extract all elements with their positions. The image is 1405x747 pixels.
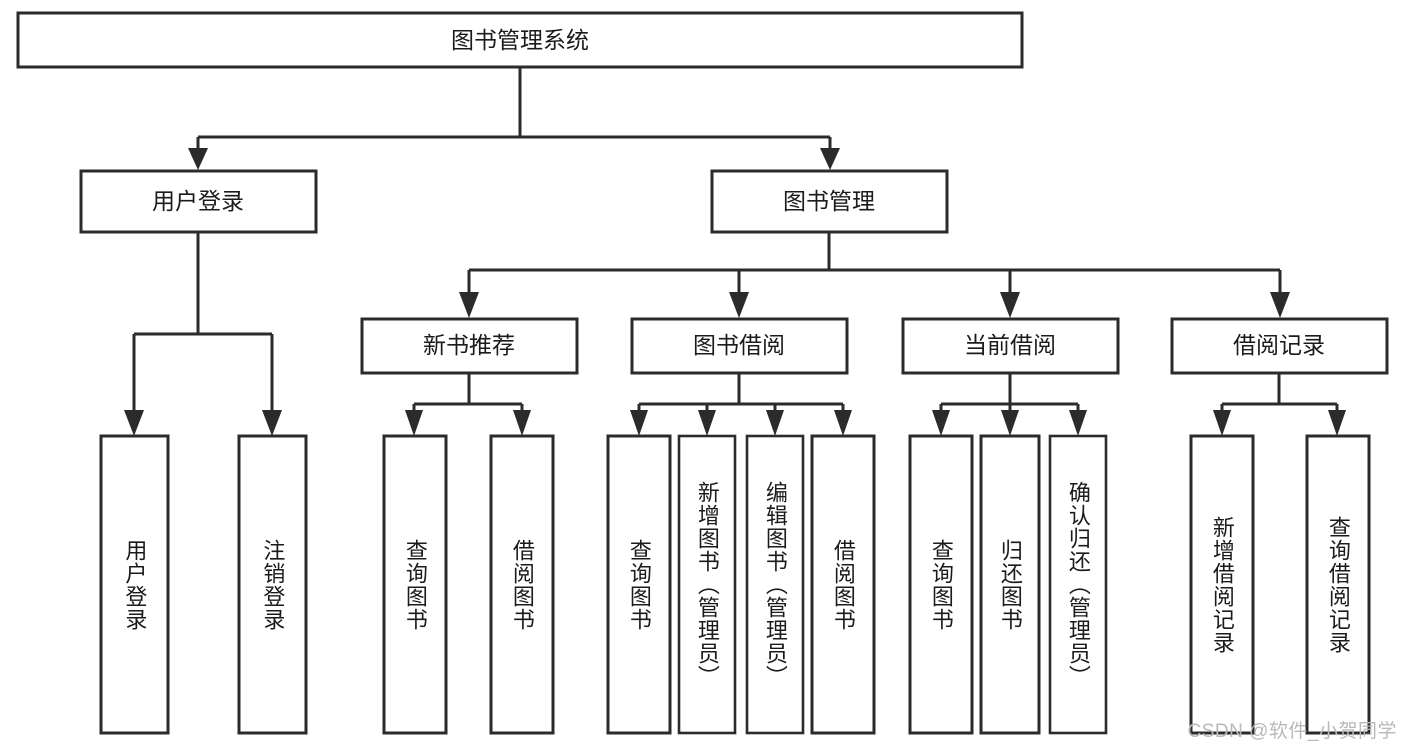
node-user-login-label: 用户登录: [152, 188, 244, 214]
arrow-current-borrow-leaf-1-icon: [932, 410, 950, 436]
node-book-borrow[interactable]: 图书借阅: [630, 317, 849, 375]
leaf-query-record-rect[interactable]: [1305, 434, 1371, 735]
leaf-query-book-3-rect[interactable]: [908, 434, 974, 735]
arrow-book-borrow-leaf-2-icon: [698, 410, 716, 436]
leaf-add-record-rect[interactable]: [1189, 434, 1255, 735]
leaf-user-login-rect[interactable]: [99, 434, 170, 735]
node-borrow-record[interactable]: 借阅记录: [1170, 317, 1389, 375]
node-book-manage-rect[interactable]: [710, 169, 949, 234]
node-user-login[interactable]: 用户登录: [79, 169, 318, 234]
arrow-new-book-leaf-2-icon: [513, 410, 531, 436]
leaf-query-book-2-rect[interactable]: [606, 434, 672, 735]
leaf-add-book-rect[interactable]: [677, 434, 737, 735]
leaf-confirm-return-rect[interactable]: [1048, 434, 1108, 735]
arrow-user-login-leaf-1-icon: [124, 410, 144, 436]
node-borrow-record-label: 借阅记录: [1233, 332, 1325, 358]
leaf-query-book-1-rect[interactable]: [382, 434, 448, 735]
leaf-logout-login-rect[interactable]: [237, 434, 308, 735]
node-new-book-recommend[interactable]: 新书推荐: [360, 317, 579, 375]
node-current-borrow-rect[interactable]: [901, 317, 1120, 375]
node-current-borrow[interactable]: 当前借阅: [901, 317, 1120, 375]
leaf-return-book-rect[interactable]: [979, 434, 1041, 735]
arrow-borrow-record-leaf-1-icon: [1213, 410, 1231, 436]
arrow-user-login-leaf-2-icon: [262, 410, 282, 436]
arrow-book-borrow-leaf-1-icon: [630, 410, 648, 436]
arrow-to-book-manage-icon: [820, 148, 840, 170]
node-root-rect[interactable]: [16, 11, 1024, 69]
node-new-book-recommend-rect[interactable]: [360, 317, 579, 375]
arrow-to-current-borrow-icon: [1000, 292, 1020, 318]
arrow-new-book-leaf-1-icon: [405, 410, 423, 436]
leaf-borrow-book-1-rect[interactable]: [489, 434, 555, 735]
node-root[interactable]: 图书管理系统: [16, 11, 1024, 69]
node-book-manage-label: 图书管理: [783, 188, 875, 214]
watermark-text: CSDN @软件_小贺同学: [1187, 721, 1397, 742]
arrow-book-borrow-leaf-3-icon: [766, 410, 784, 436]
arrow-borrow-record-leaf-2-icon: [1328, 410, 1346, 436]
arrow-current-borrow-leaf-3-icon: [1069, 410, 1087, 436]
node-current-borrow-label: 当前借阅: [964, 332, 1056, 358]
node-borrow-record-rect[interactable]: [1170, 317, 1389, 375]
node-book-manage[interactable]: 图书管理: [710, 169, 949, 234]
arrow-current-borrow-leaf-2-icon: [1001, 410, 1019, 436]
node-book-borrow-label: 图书借阅: [693, 332, 785, 358]
arrow-to-book-borrow-icon: [729, 292, 749, 318]
leaf-borrow-book-2-rect[interactable]: [810, 434, 876, 735]
arrow-to-user-login-icon: [188, 148, 208, 170]
node-book-borrow-rect[interactable]: [630, 317, 849, 375]
arrow-to-borrow-record-icon: [1270, 292, 1290, 318]
arrow-to-new-book-icon: [459, 292, 479, 318]
arrow-book-borrow-leaf-4-icon: [834, 410, 852, 436]
node-new-book-recommend-label: 新书推荐: [423, 332, 515, 358]
leaf-edit-book-rect[interactable]: [745, 434, 805, 735]
node-root-label: 图书管理系统: [451, 27, 589, 53]
